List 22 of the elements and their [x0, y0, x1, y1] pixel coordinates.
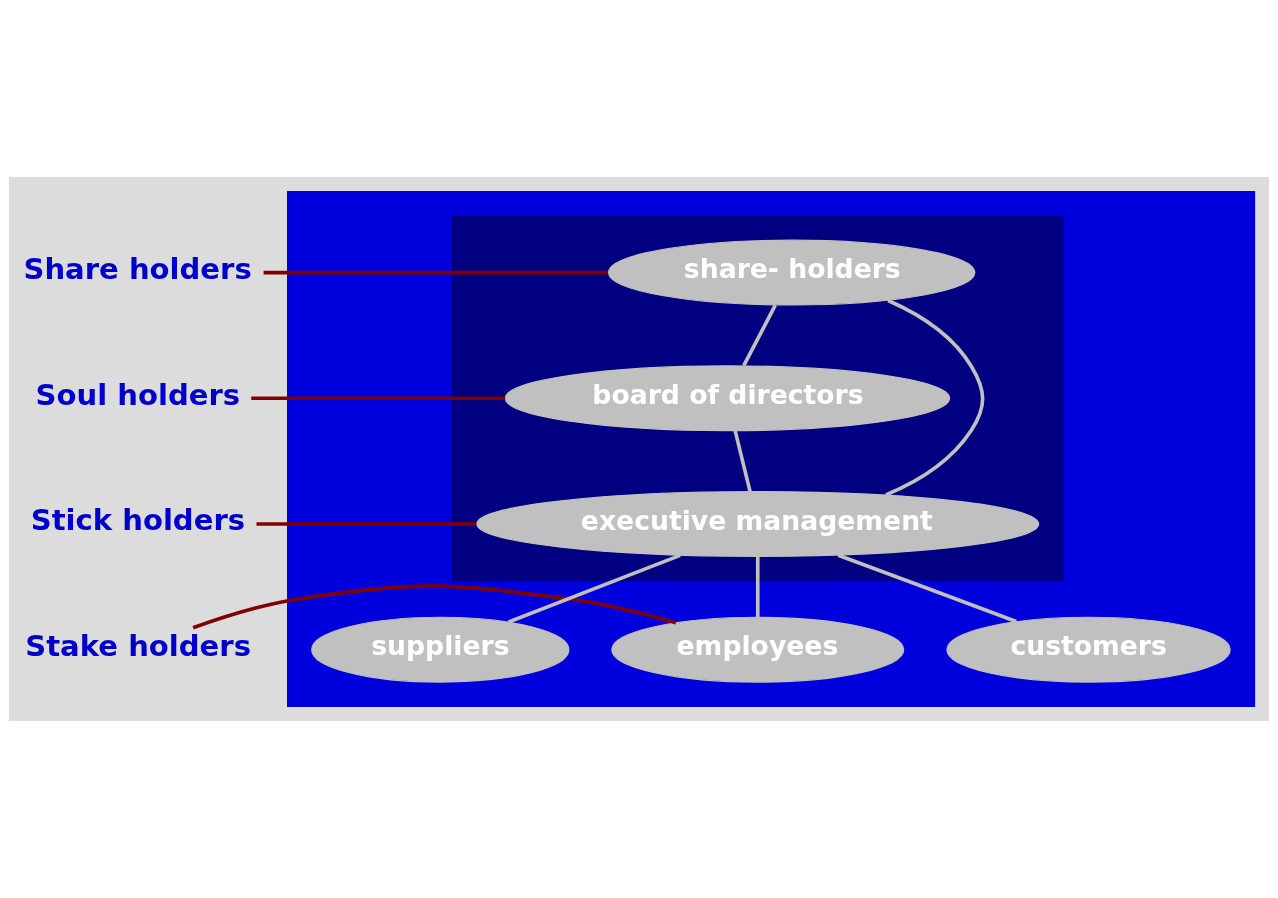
node-ellipse: executive management: [476, 490, 1040, 557]
connector: [256, 522, 477, 526]
cluster: [287, 190, 1256, 708]
node-text: Stick holders: [30, 503, 246, 538]
node-ellipse: employees: [611, 616, 905, 683]
node-text: Soul holders: [35, 377, 241, 412]
cluster: [451, 215, 1064, 582]
connector: [837, 553, 1017, 624]
connector: [885, 298, 985, 497]
connector: [507, 553, 681, 624]
node-ellipse: board of directors: [504, 365, 951, 432]
connector: [733, 430, 752, 492]
connector: [251, 396, 506, 401]
connector: [263, 270, 609, 275]
node-ellipse: customers: [946, 616, 1231, 683]
connector: [742, 304, 777, 367]
node-ellipse: suppliers: [311, 616, 570, 683]
connector: [755, 556, 760, 618]
node-text: Stake holders: [25, 628, 251, 663]
connector: [192, 584, 677, 630]
node-text: Share holders: [23, 251, 252, 286]
node-ellipse: share- holders: [607, 239, 976, 306]
